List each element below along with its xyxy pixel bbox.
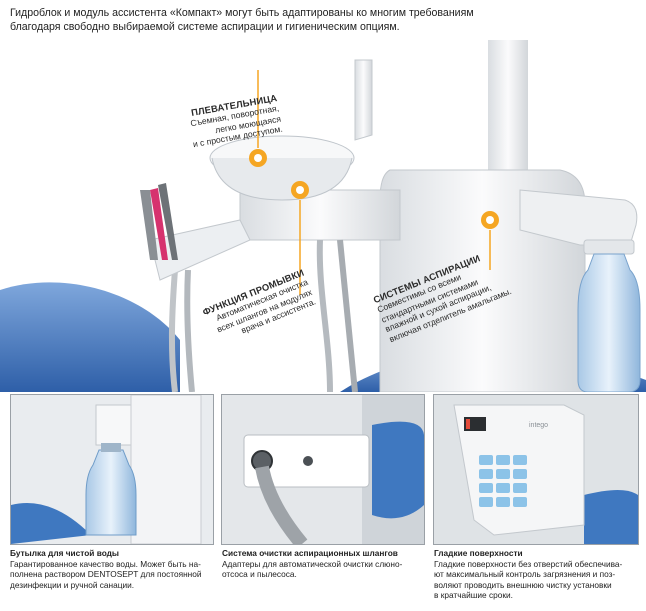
caption-line: дезинфекции и ручной санации. [10, 579, 135, 590]
caption-smooth-surfaces: Гладкие поверхности Гладкие поверхности … [434, 548, 639, 601]
device-brand: intego [529, 422, 548, 429]
caption-line: Адаптеры для автоматической очистки слюн… [222, 558, 403, 569]
bottle-icon [85, 449, 137, 536]
caption-line: полнена раствором DENTOSEPT для постоянн… [10, 569, 202, 580]
chair-upholstery-left [0, 282, 180, 392]
instrument-holder [149, 219, 251, 281]
suction-hose [316, 239, 333, 392]
intro-line: благодаря свободно выбираемой системе ас… [10, 21, 400, 33]
caption-line: ют максимальный контроль загрязнения и п… [434, 569, 616, 580]
caption-line: отсоса и пылесоса. [222, 569, 297, 580]
panel-bottle [10, 394, 214, 545]
hose [255, 465, 308, 544]
adapter-port [303, 456, 313, 466]
water-bottle [577, 253, 641, 392]
caption-line: воляют проводить внешнюю чистку установк… [434, 579, 612, 590]
keypad [479, 455, 527, 507]
caption-title: Бутылка для чистой воды [10, 548, 120, 558]
panel-smooth-surfaces: intego [433, 394, 639, 545]
caption-title: Система очистки аспирационных шлангов [222, 548, 398, 558]
caption-line: в кратчайшие сроки. [434, 590, 513, 601]
caption-title: Гладкие поверхности [434, 548, 523, 558]
intro-text: Гидроблок и модуль ассистента «Компакт» … [10, 6, 530, 34]
dental-unit-image [0, 40, 646, 392]
intro-line: Гидроблок и модуль ассистента «Компакт» … [10, 7, 474, 19]
caption-bottle: Бутылка для чистой воды Гарантированное … [10, 548, 215, 590]
product-illustration: ПЛЕВАТЕЛЬНИЦА Съемная, поворотная, легко… [0, 40, 646, 392]
caption-line: Гарантированное качество воды. Может быт… [10, 558, 201, 569]
panel-hose-cleaning [221, 394, 425, 545]
caption-hose-cleaning: Система очистки аспирационных шлангов Ад… [222, 548, 427, 580]
caption-line: Гладкие поверхности без отверстий обеспе… [434, 558, 623, 569]
